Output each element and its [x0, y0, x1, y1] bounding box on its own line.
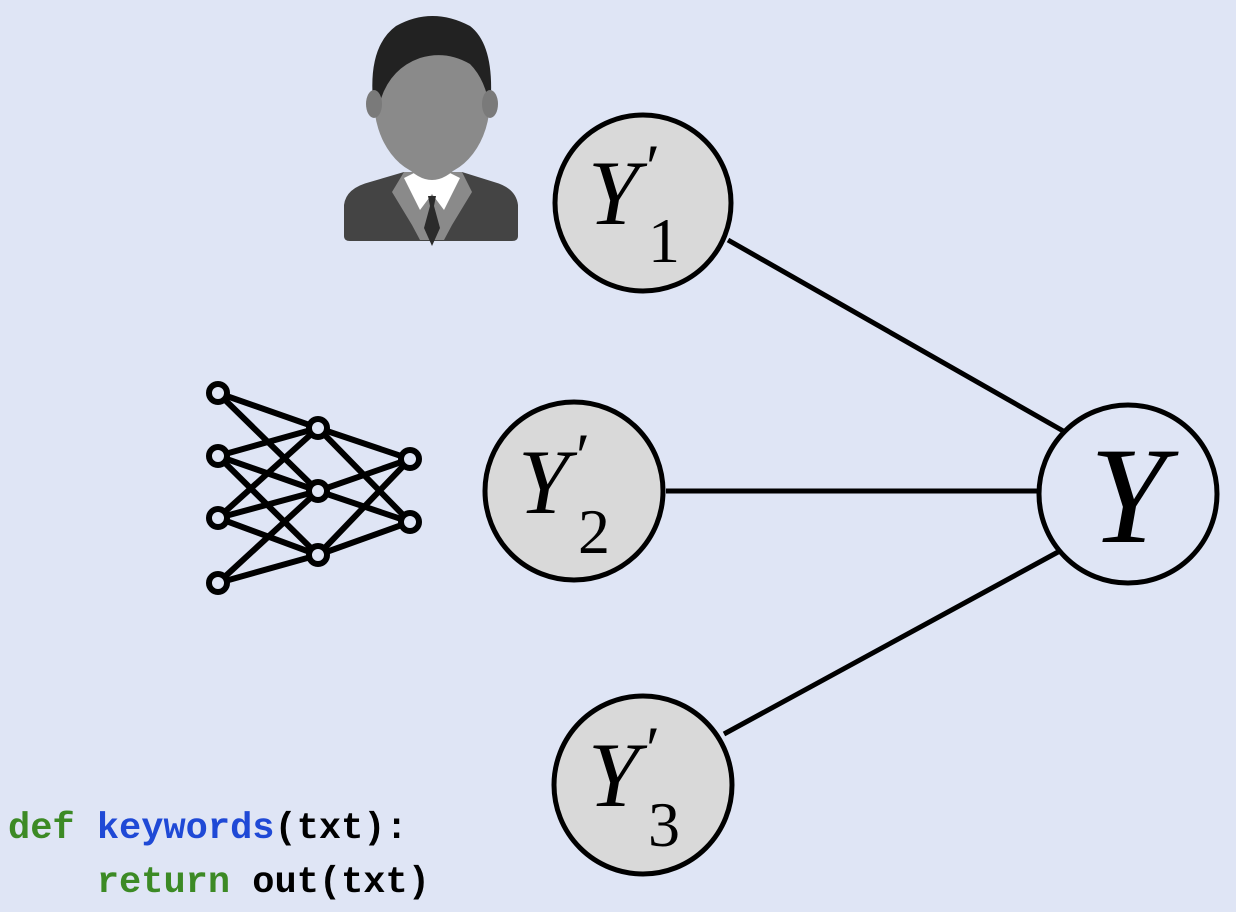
node-y3-prime: ′	[646, 713, 660, 784]
node-y1-circle	[552, 112, 734, 294]
neural-network-icon	[206, 381, 422, 595]
node-target-circle	[1036, 402, 1220, 586]
node-y1-prime: ′	[646, 131, 660, 202]
code-keyword-return: return	[96, 862, 231, 904]
node-y1: Y ′ 1	[552, 112, 734, 294]
code-function-name: keywords	[96, 808, 275, 850]
node-target-y: Y	[1036, 402, 1220, 586]
node-y2-prime: ′	[576, 420, 590, 491]
code-return-expr: out(txt)	[252, 862, 430, 904]
node-y2-base: Y	[518, 431, 578, 533]
node-y3: Y ′ 3	[551, 693, 735, 877]
edge-y3-y	[722, 549, 1060, 737]
code-params: (txt):	[274, 808, 408, 850]
node-y2: Y ′ 2	[482, 399, 666, 583]
node-y3-base: Y	[588, 724, 648, 826]
code-keyword-def: def	[8, 808, 75, 850]
node-target-label: Y	[1090, 419, 1180, 572]
node-y2-subscript: 2	[578, 496, 610, 567]
node-y2-circle	[482, 399, 666, 583]
node-y1-base: Y	[588, 142, 648, 244]
code-line-1: def keywords(txt):	[8, 802, 430, 856]
node-y3-subscript: 3	[648, 789, 680, 860]
node-y3-circle	[551, 693, 735, 877]
node-y1-subscript: 1	[648, 205, 680, 276]
code-snippet: def keywords(txt): return out(txt)	[8, 802, 430, 910]
edge-y1-y	[726, 237, 1074, 439]
code-line-2: return out(txt)	[8, 856, 430, 910]
person-icon	[344, 16, 518, 246]
